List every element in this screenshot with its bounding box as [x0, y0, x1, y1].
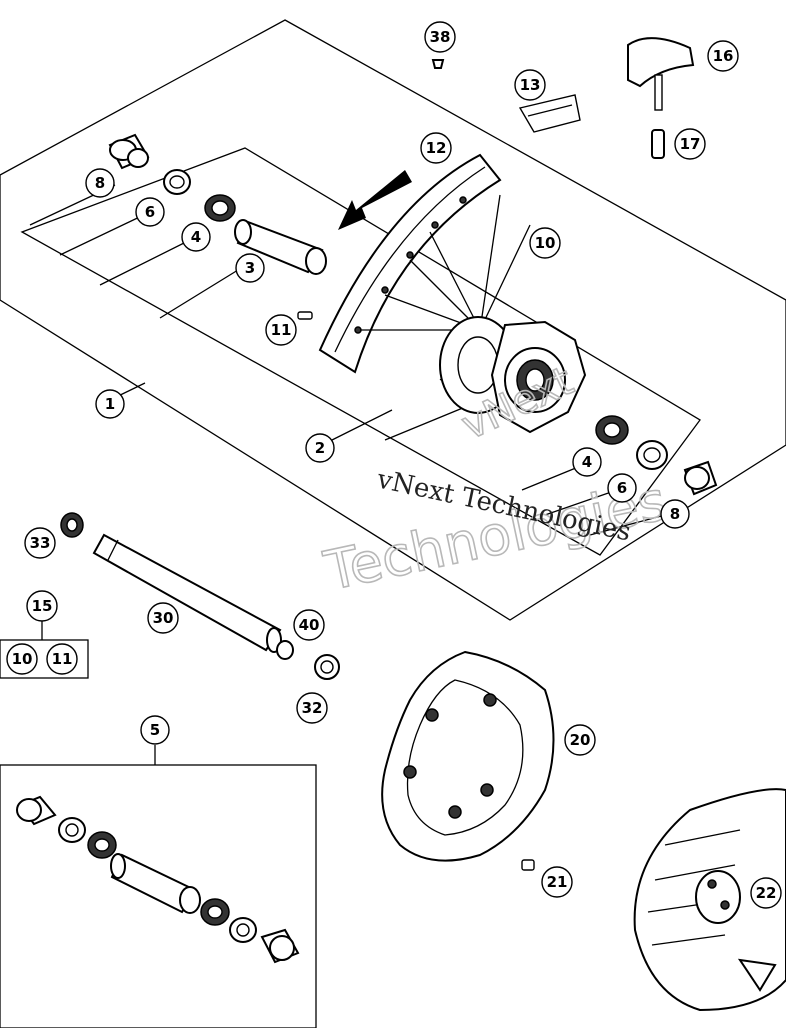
svg-text:17: 17 — [680, 135, 701, 153]
svg-text:33: 33 — [30, 534, 51, 552]
rotation-arrow — [338, 170, 412, 230]
svg-text:8: 8 — [95, 174, 105, 192]
svg-text:6: 6 — [617, 479, 627, 497]
callout-8-left: 8 — [85, 168, 115, 198]
valve-part — [627, 37, 695, 111]
callout-40: 40 — [293, 609, 325, 641]
callout-1: 1 — [95, 389, 125, 419]
axle-part — [92, 533, 282, 653]
callout-32: 32 — [296, 692, 328, 724]
callout-11-set: 11 — [46, 643, 78, 675]
callout-8-right: 8 — [660, 499, 690, 529]
svg-text:5: 5 — [150, 721, 160, 739]
rim-part — [318, 153, 502, 374]
bearing-kit-box — [0, 764, 317, 1028]
callout-2: 2 — [305, 433, 335, 463]
svg-text:4: 4 — [582, 453, 592, 471]
svg-text:30: 30 — [153, 609, 174, 627]
svg-text:12: 12 — [426, 139, 447, 157]
bearing-part-right — [595, 415, 629, 445]
disc-guard-part — [633, 788, 786, 1012]
svg-text:13: 13 — [520, 76, 541, 94]
spacer-part — [108, 133, 150, 170]
disc-screw-part — [521, 859, 535, 871]
nipple-screw-part — [297, 311, 313, 320]
callout-3: 3 — [235, 253, 265, 283]
callout-11-nipple: 11 — [265, 314, 297, 346]
callout-4-left: 4 — [181, 222, 211, 252]
svg-text:8: 8 — [670, 505, 680, 523]
callout-5: 5 — [140, 715, 170, 745]
bearing-part — [204, 194, 236, 222]
svg-text:32: 32 — [302, 699, 323, 717]
callout-4-right: 4 — [572, 447, 602, 477]
callout-33: 33 — [24, 527, 56, 559]
svg-text:22: 22 — [756, 884, 777, 902]
callout-12: 12 — [420, 132, 452, 164]
valve-cap-part — [431, 59, 445, 69]
callout-30: 30 — [147, 602, 179, 634]
callout-10-spokes: 10 — [529, 227, 561, 259]
svg-text:1: 1 — [105, 395, 115, 413]
spacer-part-right — [683, 460, 718, 496]
callout-20: 20 — [564, 724, 596, 756]
distance-sleeve-part — [234, 219, 327, 275]
callout-21: 21 — [541, 866, 573, 898]
seal-ring-part — [163, 169, 191, 195]
brake-disc-part — [381, 650, 555, 862]
callout-22: 22 — [750, 877, 782, 909]
spoke-set-box — [0, 639, 89, 679]
callout-15: 15 — [26, 590, 58, 622]
svg-text:3: 3 — [245, 259, 255, 277]
svg-text:10: 10 — [535, 234, 556, 252]
leader-lines — [29, 184, 666, 765]
callout-6-left: 6 — [135, 197, 165, 227]
seal-ring-part-right — [636, 440, 668, 470]
axle-nut-part — [60, 512, 84, 538]
svg-text:40: 40 — [299, 616, 320, 634]
valve-nut-part — [651, 129, 665, 159]
washer-part — [276, 640, 294, 660]
callout-13: 13 — [514, 69, 546, 101]
svg-text:20: 20 — [570, 731, 591, 749]
rim-tape-part — [518, 94, 581, 133]
callout-10-set: 10 — [6, 643, 38, 675]
svg-text:38: 38 — [430, 28, 451, 46]
svg-text:16: 16 — [713, 47, 734, 65]
svg-text:2: 2 — [315, 439, 325, 457]
callout-6-right: 6 — [607, 473, 637, 503]
callouts: 1 2 3 4 4 5 6 6 8 8 10 11 12 13 15 10 11… — [6, 21, 782, 909]
callout-17: 17 — [674, 128, 706, 160]
svg-text:15: 15 — [32, 597, 53, 615]
callout-16: 16 — [707, 40, 739, 72]
hub-part — [439, 316, 587, 434]
svg-text:11: 11 — [52, 650, 73, 668]
svg-text:11: 11 — [271, 321, 292, 339]
svg-text:10: 10 — [12, 650, 33, 668]
callout-38: 38 — [424, 21, 456, 53]
svg-text:21: 21 — [547, 873, 568, 891]
svg-text:4: 4 — [191, 228, 201, 246]
clamp-nut-part — [314, 654, 340, 680]
svg-text:6: 6 — [145, 203, 155, 221]
